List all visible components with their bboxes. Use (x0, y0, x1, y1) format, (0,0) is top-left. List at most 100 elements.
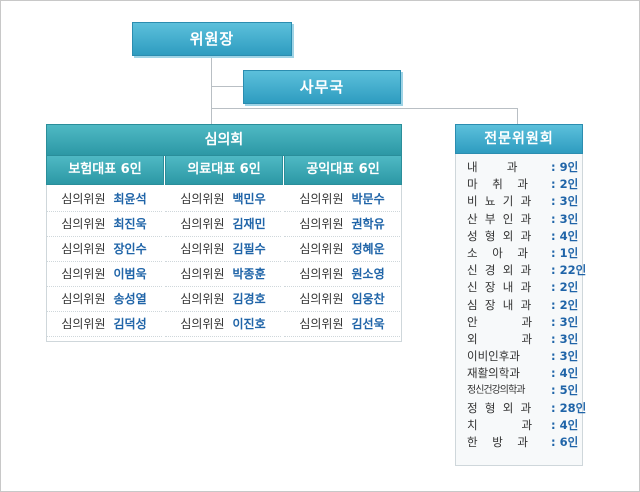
specialist-row[interactable]: 외 과 : 3인 (455, 331, 581, 348)
council-title-bar[interactable]: 심의회 (46, 124, 402, 156)
dept-count: : 2인 (551, 297, 579, 312)
member-role: 심의위원 (61, 192, 106, 206)
member-row[interactable]: 심의위원 박문수 (284, 187, 400, 212)
council-title: 심의회 (204, 132, 244, 148)
dept-count: : 4인 (551, 228, 579, 243)
member-role: 심의위원 (299, 217, 344, 231)
specialist-row[interactable]: 소 아 과: 1인 (455, 245, 581, 262)
member-role: 심의위원 (180, 317, 225, 331)
member-name: 장인수 (113, 242, 147, 256)
member-row[interactable]: 심의위원 송성열 (46, 287, 162, 312)
specialist-row[interactable]: 비 뇨 기 과 : 3인 (455, 193, 581, 210)
member-row[interactable]: 심의위원 최윤석 (46, 187, 162, 212)
member-role: 심의위원 (180, 267, 225, 281)
member-row[interactable]: 심의위원 정혜운 (284, 237, 400, 262)
specialist-row[interactable]: 정신건강의학과: 5인 (455, 382, 581, 399)
member-name: 정혜운 (351, 242, 385, 256)
member-role: 심의위원 (299, 192, 344, 206)
connector-horizontal (211, 108, 518, 109)
specialist-row[interactable]: 신 경 외 과 : 22인 (455, 262, 586, 279)
group-header-medical[interactable]: 의료대표 6인 (165, 155, 283, 185)
member-name: 최진욱 (113, 217, 147, 231)
member-row[interactable]: 심의위원 임웅찬 (284, 287, 400, 312)
dept-name: 한 방 과 (467, 435, 528, 449)
dept-count: : 3인 (551, 211, 579, 226)
specialist-row[interactable]: 내 과: 9인 (455, 159, 581, 176)
dept-count: : 1인 (551, 245, 579, 260)
specialist-row[interactable]: 심 장 내 과: 2인 (455, 297, 581, 314)
member-name: 송성열 (113, 292, 147, 306)
dept-count: : 22인 (551, 263, 587, 278)
specialist-row[interactable]: 치 과 : 4인 (455, 417, 581, 434)
group-header-insurance[interactable]: 보험대표 6인 (46, 155, 164, 185)
member-row[interactable]: 심의위원 김재민 (165, 212, 281, 237)
dept-count: : 3인 (551, 194, 579, 209)
member-name: 김경호 (232, 292, 266, 306)
member-role: 심의위원 (299, 242, 344, 256)
dept-count: : 4인 (551, 417, 579, 432)
dept-count: : 3인 (551, 331, 579, 346)
dept-name: 성 형 외 과 (467, 228, 532, 243)
member-row[interactable]: 심의위원 장인수 (46, 237, 162, 262)
member-role: 심의위원 (299, 267, 344, 281)
member-role: 심의위원 (180, 217, 225, 231)
dept-name: 정 형 외 과 (467, 400, 532, 415)
specialist-panel (455, 124, 583, 466)
specialist-row[interactable]: 한 방 과: 6인 (455, 434, 581, 451)
member-role: 심의위원 (61, 242, 106, 256)
specialist-title: 전문위원회 (484, 131, 554, 147)
dept-name: 신 경 외 과 (467, 263, 532, 278)
group-header-public[interactable]: 공익대표 6인 (284, 155, 402, 185)
member-role: 심의위원 (61, 317, 106, 331)
dept-name: 안 과 (467, 314, 533, 329)
dept-count: : 2인 (551, 280, 579, 295)
secretariat-box[interactable]: 사무국 (243, 70, 401, 104)
group-header-label: 공익대표 6인 (306, 162, 380, 177)
dept-name: 재활의학과 (467, 366, 520, 381)
group-header-label: 의료대표 6인 (187, 162, 261, 177)
dept-count: : 3인 (551, 314, 579, 329)
member-name: 임웅찬 (351, 292, 385, 306)
member-name: 원소영 (351, 267, 385, 281)
specialist-row[interactable]: 정 형 외 과 : 28인 (455, 400, 586, 417)
specialist-title-bar[interactable]: 전문위원회 (455, 124, 583, 154)
connector-specialist-down (517, 108, 518, 124)
member-name: 박문수 (351, 192, 385, 206)
member-row[interactable]: 심의위원 김경호 (165, 287, 281, 312)
member-role: 심의위원 (61, 267, 106, 281)
dept-name: 치 과 (467, 417, 533, 432)
member-row[interactable]: 심의위원 원소영 (284, 262, 400, 287)
member-row[interactable]: 심의위원 권학유 (284, 212, 400, 237)
specialist-row[interactable]: 안 과 : 3인 (455, 314, 581, 331)
member-role: 심의위원 (61, 292, 106, 306)
dept-name: 비 뇨 기 과 (467, 194, 532, 209)
member-name: 권학유 (351, 217, 385, 231)
member-row[interactable]: 심의위원 이범욱 (46, 262, 162, 287)
specialist-list: 내 과: 9인 마 취 과: 2인 비 뇨 기 과 : 3인 산 부 인 과 : 3… (455, 159, 586, 451)
dept-count: : 28인 (551, 400, 587, 415)
member-name: 김필수 (232, 242, 266, 256)
member-role: 심의위원 (299, 292, 344, 306)
member-name: 최윤석 (113, 192, 147, 206)
specialist-row[interactable]: 마 취 과: 2인 (455, 176, 581, 193)
chair-box[interactable]: 위원장 (132, 22, 292, 56)
member-name: 이범욱 (113, 267, 147, 281)
specialist-row[interactable]: 신 장 내 과: 2인 (455, 279, 581, 296)
dept-name: 외 과 (467, 331, 533, 346)
specialist-row[interactable]: 성 형 외 과 : 4인 (455, 228, 581, 245)
specialist-row[interactable]: 재활의학과: 4인 (455, 365, 581, 382)
member-role: 심의위원 (180, 292, 225, 306)
member-name: 김재민 (232, 217, 266, 231)
specialist-row[interactable]: 이비인후과: 3인 (455, 348, 581, 365)
dept-count: : 2인 (551, 177, 579, 192)
specialist-row[interactable]: 산 부 인 과 : 3인 (455, 211, 581, 228)
dept-name: 산 부 인 과 (467, 211, 532, 226)
